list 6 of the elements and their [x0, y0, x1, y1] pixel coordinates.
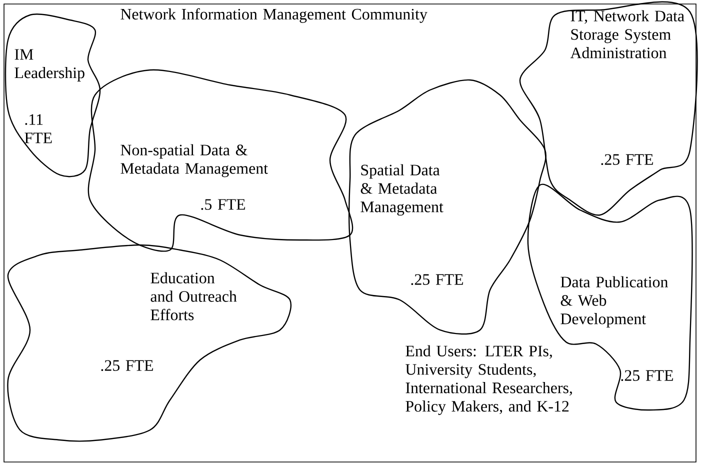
puzzle-piece: Education and Outreach Efforts .25 FTE	[7, 244, 292, 442]
note-text: End Users: LTER PIs, University Students, International Researchers, Policy Makers, and K-12	[406, 345, 572, 415]
puzzle-piece: Spatial Data & Metadata Management .25 FTE	[348, 79, 546, 335]
puzzle-piece: Non-spatial Data & Metadata Management .5 FTE	[88, 69, 354, 252]
puzzle-piece: IT, Network Data Storage System Administration .25 FTE	[519, 1, 698, 216]
puzzle-piece: IM Leadership .11 FTE	[4, 14, 101, 178]
